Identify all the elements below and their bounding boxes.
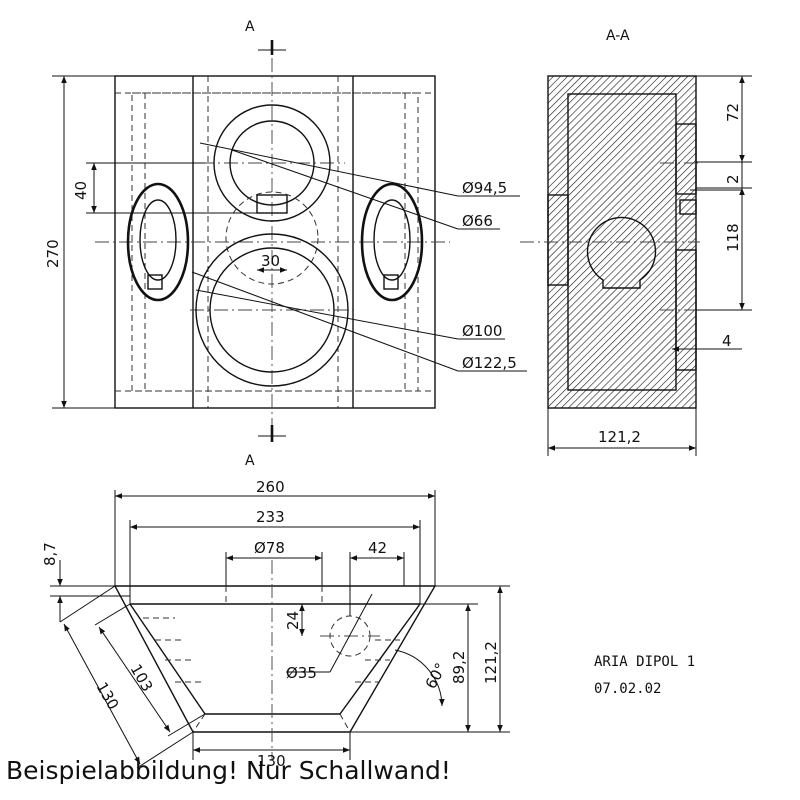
front-view: A A [44,19,527,469]
dim-hole: Ø78 [254,539,285,557]
dim-offset: 40 [72,181,90,200]
dim-thickness: 8,7 [41,542,59,566]
drawing-name: ARIA DIPOL 1 [594,654,695,670]
top-view: 260 233 Ø78 42 8,7 24 Ø35 [41,478,510,770]
section-marker-top: A [245,19,255,35]
section-marker-bottom: A [245,453,255,469]
section-title: A-A [606,28,630,44]
dim-hole-offset: 42 [368,539,387,557]
dim-d66: Ø66 [462,212,493,230]
dim-side-small: 4 [722,332,732,350]
dim-side-mid: 118 [724,223,742,252]
dim-inner: 233 [256,508,285,526]
dim-bottom: 130 [257,752,286,770]
dim-d122: Ø122,5 [462,354,517,372]
caption: Beispielabbildung! Nur Schallwand! [6,756,451,785]
dim-depth: 24 [284,611,302,630]
dim-side-width: 121,2 [598,428,641,446]
title-block: ARIA DIPOL 1 07.02.02 [594,654,695,697]
side-section: A-A 72 2 118 4 121,2 [520,28,752,456]
dim-angle: 60° [422,660,450,692]
dim-height-inner: 89,2 [450,651,468,684]
dim-side-gap: 2 [724,174,742,184]
dim-side-top: 72 [724,103,742,122]
dim-height-outer: 121,2 [482,641,500,684]
dim-height: 270 [44,239,62,268]
drawing-date: 07.02.02 [594,681,661,697]
dim-slot: 30 [261,252,280,270]
dim-d94: Ø94,5 [462,179,507,197]
dim-small-hole: Ø35 [286,664,317,682]
dim-slant-inner: 103 [127,661,157,695]
dim-d100: Ø100 [462,322,502,340]
dim-outer: 260 [256,478,285,496]
